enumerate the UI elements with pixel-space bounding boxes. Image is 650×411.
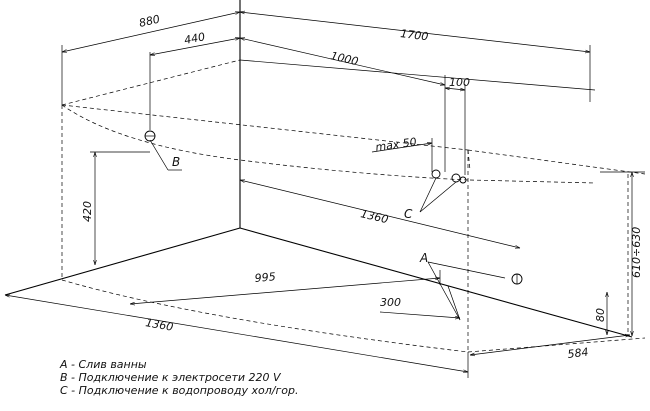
drain-icon — [511, 273, 523, 285]
dim-1700: 1700 — [400, 27, 429, 43]
dim-80: 80 — [594, 308, 607, 322]
room-walls — [4, 0, 633, 338]
label-b: B — [172, 155, 180, 169]
electric-outlet-icon — [144, 130, 156, 142]
legend: A - Слив ванны B - Подключение к электро… — [60, 358, 298, 397]
dim-420: 420 — [81, 201, 94, 222]
dim-1000: 1000 — [329, 49, 359, 68]
connection-labels: B C A — [172, 155, 428, 265]
label-leaders — [149, 139, 506, 321]
legend-item-water: C - Подключение к водопроводу хол/гор. — [60, 384, 299, 397]
label-c: C — [404, 207, 413, 221]
water-connection-icon — [431, 169, 467, 184]
dimension-lines — [5, 12, 645, 378]
dim-100: 100 — [449, 76, 470, 89]
dim-995: 995 — [254, 270, 276, 285]
label-a: A — [419, 251, 428, 265]
dim-610-630: 610÷630 — [630, 227, 643, 278]
legend-item-electric: B - Подключение к электросети 220 V — [60, 371, 281, 384]
dim-1360-inner: 1360 — [359, 207, 389, 226]
dim-max50: max 50 — [375, 135, 418, 154]
legend-item-drain: A - Слив ванны — [60, 358, 147, 371]
dim-880: 880 — [138, 13, 161, 30]
dim-440: 440 — [183, 30, 206, 47]
bathtub-outline — [61, 59, 646, 353]
dim-584: 584 — [567, 346, 589, 361]
dimension-labels: 880 440 1700 1000 100 max 50 420 1360 99… — [81, 13, 643, 361]
dim-1360-floor: 1360 — [144, 316, 174, 334]
dim-300: 300 — [380, 296, 401, 309]
